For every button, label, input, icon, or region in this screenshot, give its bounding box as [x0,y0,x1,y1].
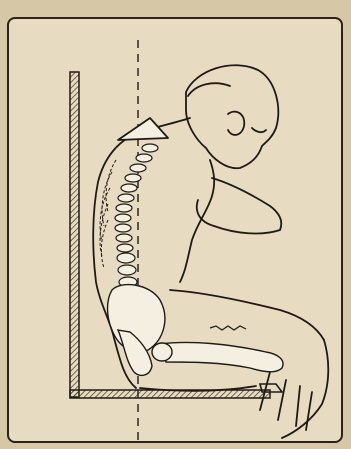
face-detail [252,128,266,132]
skirt-hem [282,340,328,438]
chest-outline [180,160,214,282]
arm-outline [212,178,281,233]
ear [228,112,244,135]
skirt-stitch [210,326,246,330]
chair-back [70,72,79,397]
skirt-folds [260,372,312,430]
pelvis [108,285,284,376]
spine [115,144,158,287]
femur-head [152,343,172,361]
femur [160,342,283,371]
hair-line [188,83,230,96]
thigh-outline [170,290,324,340]
chair-seat [70,390,270,398]
head-outline [186,65,278,168]
ribs [100,160,116,268]
collar [118,118,168,140]
